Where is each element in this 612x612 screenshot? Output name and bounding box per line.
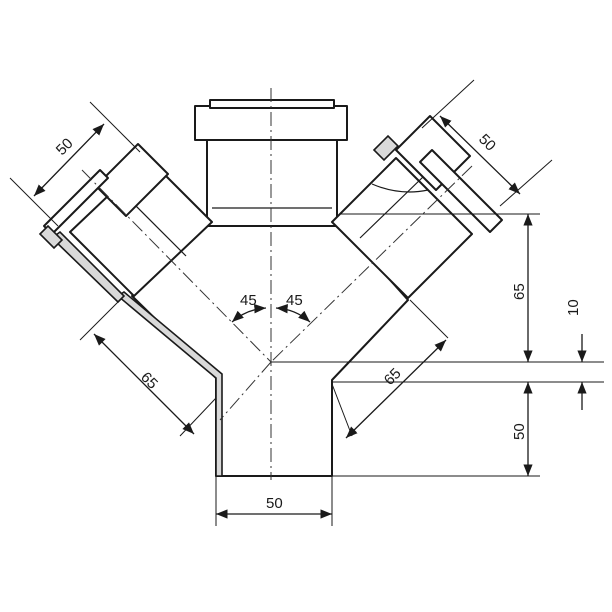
left-branch-label: 65	[137, 369, 161, 393]
dim-top-right-socket	[421, 79, 553, 207]
angle-arcs	[231, 303, 311, 323]
fitting-body	[116, 133, 409, 477]
angle-left-label: 45	[240, 292, 257, 309]
right-branch	[331, 157, 473, 299]
dim-bottom-width	[215, 476, 333, 526]
dim-vertical	[271, 213, 604, 477]
right-branch-label: 65	[381, 365, 405, 389]
center-lines	[81, 88, 473, 480]
dim-left-branch	[79, 299, 217, 437]
angle-right-label: 45	[286, 292, 303, 309]
dim-right-branch	[331, 299, 449, 439]
vertical-upper-label: 65	[511, 283, 528, 300]
bottom-width-label: 50	[266, 495, 283, 512]
top-right-socket-label: 50	[475, 131, 499, 155]
dim-top-left-socket	[9, 101, 141, 227]
vertical-lower-label: 50	[511, 423, 528, 440]
vertical-offset-label: 10	[565, 299, 582, 316]
